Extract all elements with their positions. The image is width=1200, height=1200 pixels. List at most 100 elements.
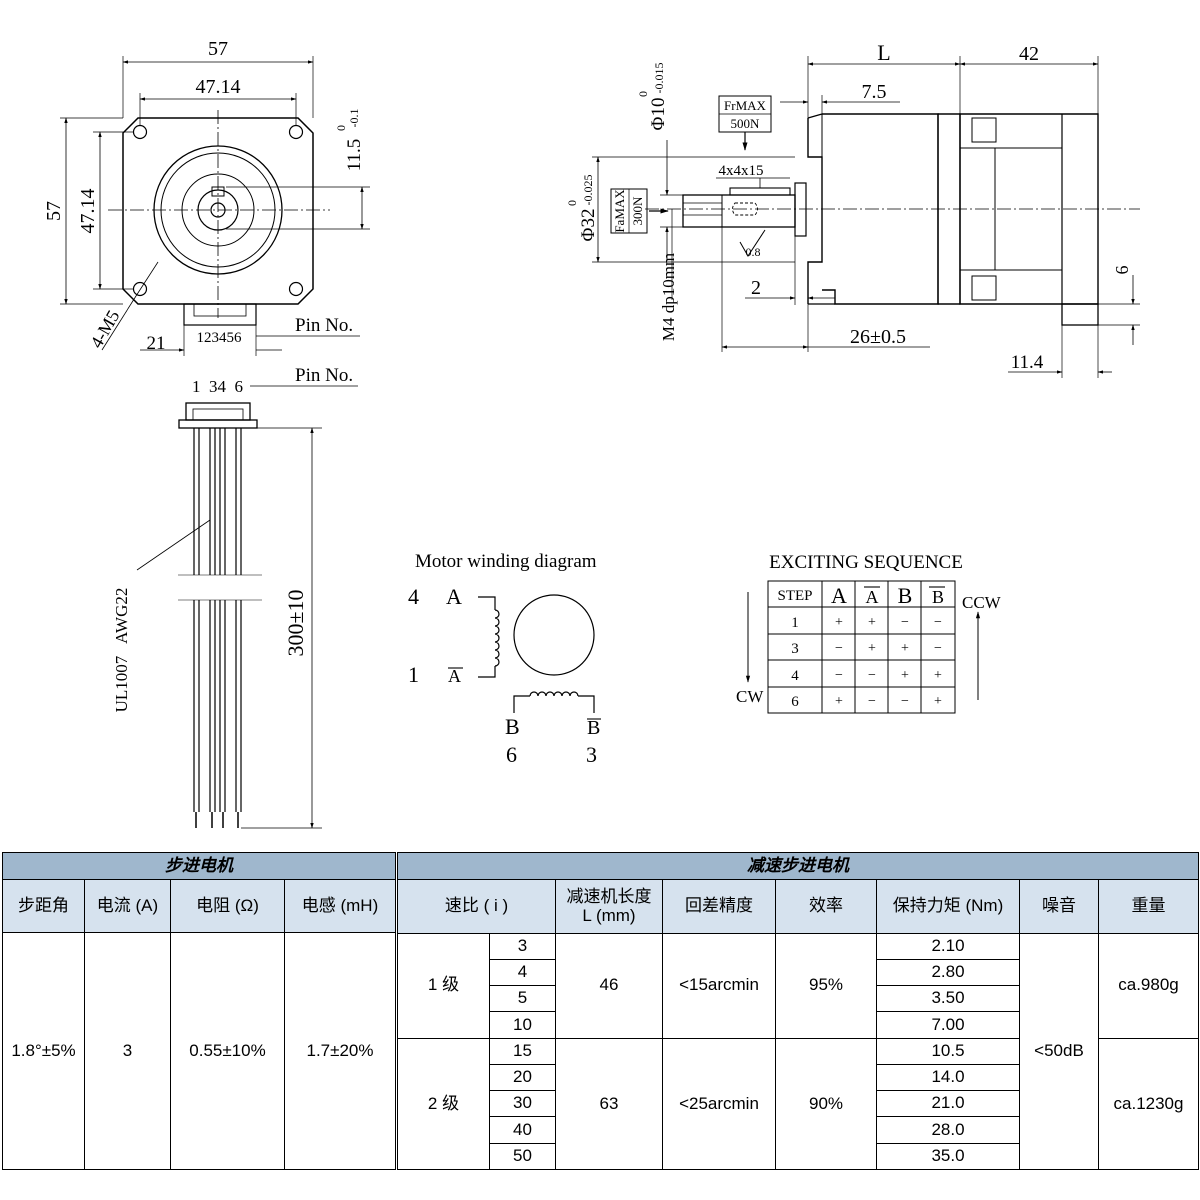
torque-cell: 35.0 [876, 1142, 1020, 1171]
front-view [60, 56, 370, 356]
torque-cell: 14.0 [876, 1063, 1020, 1092]
ratio-cell: 3 [489, 932, 556, 960]
winding-top-phase: A [446, 584, 462, 609]
value-resistance: 0.55±10% [170, 932, 285, 1170]
technical-drawing: 57 47.14 57 47.14 11.5 0 -0.1 4-M5 21 12… [43, 38, 1140, 829]
winding-left-phase: B [505, 714, 520, 739]
torque-cell: 3.50 [876, 985, 1020, 1013]
header-backlash: 回差精度 [662, 879, 776, 934]
ratio-cell: 20 [489, 1063, 556, 1092]
header-ratio: 速比 ( i ) [397, 879, 556, 934]
key-label: 4x4x15 [719, 163, 764, 179]
sequence-cell: 4 [791, 668, 799, 684]
sequence-cell: + [934, 668, 942, 683]
front-connector-pins: 123456 [197, 330, 243, 346]
header-torque: 保持力矩 (Nm) [876, 879, 1020, 934]
sequence-header-b-bar: B [932, 587, 944, 607]
side-connector-len-dim: 11.4 [1011, 352, 1044, 373]
fr-max-value: 500N [731, 116, 761, 131]
header-inductance: 电感 (mH) [284, 879, 396, 933]
torque-cell: 2.80 [876, 958, 1020, 987]
torque-cell: 7.00 [876, 1011, 1020, 1039]
side-collar-dim: 2 [751, 277, 761, 299]
winding-right-phase: B [587, 717, 600, 739]
sequence-cell: 1 [791, 615, 799, 631]
stage-1-length: 46 [555, 932, 663, 1039]
sequence-cell: − [835, 668, 843, 683]
front-connector-offset-dim: 21 [147, 333, 166, 354]
stage-2-length: 63 [555, 1037, 663, 1171]
stage-2-backlash: <25arcmin [662, 1037, 776, 1171]
sequence-cell: + [901, 668, 909, 683]
ratio-cell: 50 [489, 1142, 556, 1171]
value-current: 3 [84, 932, 171, 1170]
side-gear-len-dim: 26±0.5 [850, 326, 906, 348]
value-step-angle: 1.8°±5% [2, 932, 85, 1170]
ratio-cell: 5 [489, 985, 556, 1013]
stage-1-efficiency: 95% [775, 932, 877, 1039]
stepper-table-title: 步进电机 [2, 852, 396, 880]
header-length-line1: 减速机长度 [566, 886, 652, 906]
sequence-cell: − [934, 615, 942, 630]
sequence-cell: + [835, 694, 843, 709]
sequence-cell: − [901, 694, 909, 709]
sequence-header-a: A [831, 583, 847, 608]
winding-bottom-phase: A [448, 666, 461, 686]
side-shaft-len-dim: 7.5 [862, 81, 887, 103]
front-shaft-dim: 11.5 [344, 139, 365, 172]
stage-1: 1 级 [397, 932, 490, 1039]
ratio-cell: 4 [489, 958, 556, 987]
side-length-dim: L [877, 40, 890, 65]
header-step-angle: 步距角 [2, 879, 85, 933]
winding-top-num: 4 [408, 584, 419, 609]
torque-cell: 21.0 [876, 1090, 1020, 1118]
stepper-motor-table: 步进电机 步距角 电流 (A) 电阻 (Ω) 电感 (mH) 1.8°±5% 3… [2, 852, 396, 1170]
front-shaft-tol-upper: 0 [334, 125, 348, 131]
front-width-dim: 57 [208, 38, 228, 60]
side-shaft-dia-tol-upper: 0 [636, 91, 650, 97]
sequence-cw-label: CW [736, 687, 764, 706]
stage-1-backlash: <15arcmin [662, 932, 776, 1039]
reducer-table-title: 减速步进电机 [397, 851, 1199, 881]
torque-cell: 28.0 [876, 1116, 1020, 1144]
winding-left-num: 6 [506, 742, 517, 767]
fa-max-value: 300N [630, 196, 645, 226]
header-efficiency: 效率 [775, 879, 877, 934]
front-hole-spacing-dim: 47.14 [196, 76, 241, 98]
side-flange-tol-upper: 0 [565, 200, 579, 206]
header-length-line2: L (mm) [582, 905, 636, 925]
sequence-header-a-bar: A [866, 587, 879, 607]
stage-2: 2 级 [397, 1037, 490, 1171]
side-flange-tol-lower: -0.025 [581, 175, 595, 206]
stage-2-efficiency: 90% [775, 1037, 877, 1171]
value-inductance: 1.7±20% [284, 932, 396, 1170]
sequence-cell: − [868, 668, 876, 683]
torque-cell: 2.10 [876, 932, 1020, 960]
side-view [592, 56, 1140, 378]
side-shaft-dia-tol-lower: -0.015 [652, 63, 666, 94]
sequence-header-step: STEP [777, 588, 812, 604]
sequence-ccw-label: CCW [962, 593, 1002, 612]
sequence-cell: − [868, 694, 876, 709]
fr-max-label: FrMAX [724, 98, 767, 113]
thread-label: M4 dp10mm [659, 253, 678, 341]
sequence-cell: + [901, 641, 909, 656]
sequence-cell: + [868, 641, 876, 656]
sequence-cell: 6 [791, 694, 799, 710]
front-pin-no-label: Pin No. [295, 315, 353, 336]
stage-1-weight: ca.980g [1098, 932, 1199, 1039]
surface-finish-label: 0.8 [746, 245, 761, 259]
stage-2-weight: ca.1230g [1098, 1037, 1199, 1171]
winding-diagram: Motor winding diagram 4 A 1 A B B 6 3 [408, 551, 601, 767]
winding-right-num: 3 [586, 742, 597, 767]
header-resistance: 电阻 (Ω) [170, 879, 285, 933]
sequence-cell: − [934, 641, 942, 656]
sequence-cell: − [835, 641, 843, 656]
ratio-cell: 40 [489, 1116, 556, 1144]
ratio-cell: 30 [489, 1090, 556, 1118]
header-noise: 噪音 [1019, 879, 1099, 934]
winding-title: Motor winding diagram [415, 551, 597, 572]
